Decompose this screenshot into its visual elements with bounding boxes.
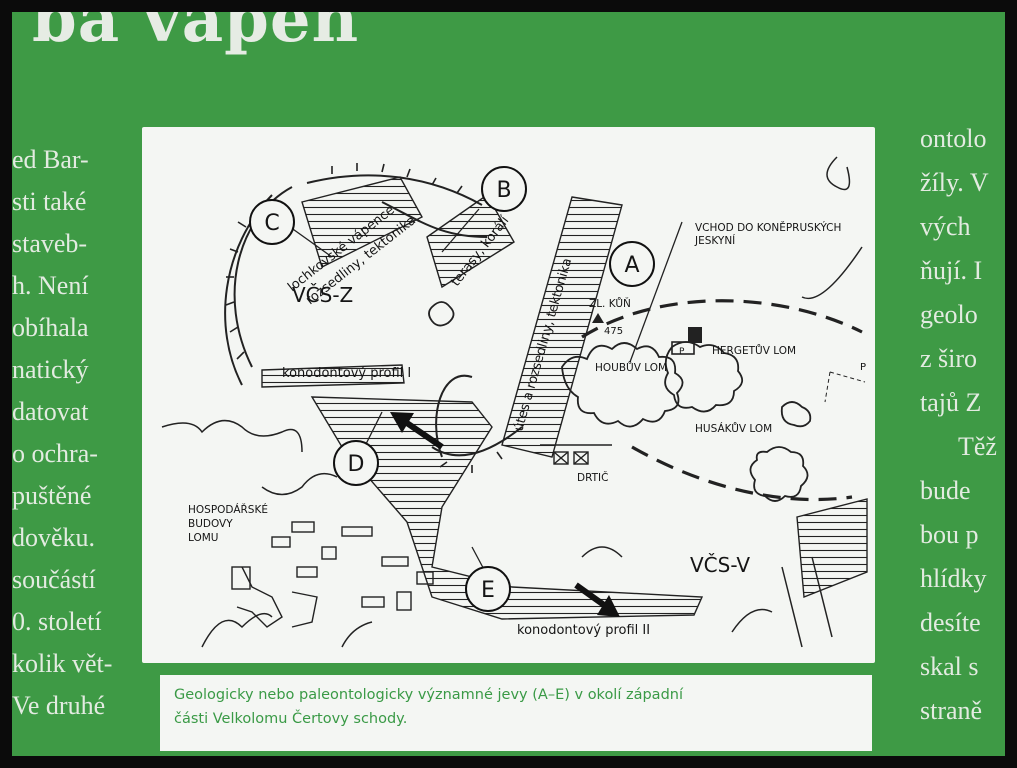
hatched-zones: [261, 176, 868, 620]
left-text-line: natický: [12, 355, 89, 384]
marker-letters: C B A D E: [264, 178, 639, 603]
right-text-line: bude: [920, 476, 971, 505]
marker-e: [465, 566, 511, 612]
right-text-line: geolo: [920, 300, 978, 329]
hosp-label-2: BUDOVY: [188, 518, 233, 530]
caption-line-2: části Velkolomu Čertovy schody.: [174, 711, 408, 727]
marker-a: [609, 241, 655, 287]
left-text-line: staveb-: [12, 229, 88, 258]
arrow-head-2-icon: [597, 595, 620, 617]
terasy-zone: [426, 193, 515, 289]
marker-letter: A: [624, 253, 639, 278]
marker-d: [333, 440, 379, 486]
central-hatched-zone: [310, 396, 704, 620]
right-text-line: bou p: [920, 520, 979, 549]
left-text-line: o ochra-: [12, 439, 98, 468]
profil-1-label: konodontový profil I: [282, 366, 411, 381]
escarpment-ticks: [225, 163, 503, 473]
arrow-profil-2-icon: [574, 582, 606, 608]
hosp-label-3: LOMU: [188, 532, 219, 544]
left-text-line: obíhala: [12, 313, 89, 342]
vcs-v-label: VČS-V: [690, 553, 750, 577]
crusher-symbol: [540, 444, 612, 465]
parking-label: P: [860, 362, 866, 373]
east-hatched-zone: [796, 498, 868, 598]
marker-c: [249, 199, 295, 245]
left-text-line: součástí: [12, 565, 96, 594]
right-text-line: straně: [920, 696, 983, 725]
green-info-board: ba vápen ed Bar- sti také staveb- h. Nen…: [12, 12, 1005, 756]
quarry-map-drawing: C B A D E VČS-Z VČS-V konodontový profil…: [161, 156, 868, 648]
right-text-column: ontolo žíly. V vých ňují. I geolo z širo…: [920, 124, 1005, 756]
dashed-boundary: [581, 299, 863, 502]
hergetuv-label: HERGETŮV LOM: [712, 344, 796, 357]
hergetuv-tower: [688, 327, 702, 343]
left-text-line: 0. století: [12, 607, 102, 636]
marker-letter: B: [496, 178, 511, 203]
right-text-line: desíte: [920, 608, 981, 637]
marker-circles: [249, 166, 655, 612]
elevation-label: 475: [604, 326, 623, 337]
arrow-head-1-icon: [390, 412, 414, 433]
vchod-label-2: JESKYNÍ: [694, 234, 735, 247]
right-text-line: skal s: [920, 652, 979, 681]
zl-kun-label: ZL. KŮŇ: [589, 297, 631, 310]
marker-letter: E: [481, 578, 495, 603]
hergetuv-building: [671, 341, 695, 355]
map-labels: VČS-Z VČS-V konodontový profil I konodon…: [188, 203, 866, 638]
profil-1-zone: [261, 364, 405, 388]
left-text-line: Ve druhé: [12, 691, 106, 720]
right-text-line: ňují. I: [920, 256, 983, 285]
husakuv-label: HUSÁKŮV LOM: [695, 422, 772, 435]
profile-arrows: [390, 412, 620, 617]
right-text-line: ontolo: [920, 124, 987, 153]
vcs-z-label: VČS-Z: [292, 283, 353, 307]
profil-2-label: konodontový profil II: [517, 623, 650, 638]
right-text-line: hlídky: [920, 564, 987, 593]
right-text-line: Těž: [958, 432, 997, 461]
vchod-label-1: VCHOD DO KONĚPRUSKÝCH: [695, 221, 841, 234]
left-text-line: sti také: [12, 187, 87, 216]
quarry-map: C B A D E VČS-Z VČS-V konodontový profil…: [142, 127, 875, 663]
left-text-line: puštěné: [12, 481, 92, 510]
drtic-label: DRTIČ: [577, 471, 608, 484]
board-headline: ba vápen: [32, 12, 360, 57]
right-text-line: tajů Z: [920, 388, 982, 417]
map-caption-box: Geologicky nebo paleontologicky významné…: [160, 675, 872, 751]
utes-zone: [501, 196, 623, 458]
left-text-line: datovat: [12, 397, 89, 426]
left-text-line: dověku.: [12, 523, 96, 552]
right-text-line: vých: [920, 212, 971, 241]
arrow-profil-1-icon: [402, 418, 444, 450]
hosp-label-1: HOSPODÁŘSKÉ: [188, 503, 268, 516]
marker-letter: C: [264, 211, 279, 236]
quarry-outlines: [428, 301, 812, 502]
farm-buildings: [231, 521, 434, 628]
parking-dashed-outline: [824, 371, 866, 403]
right-text-line: žíly. V: [920, 168, 989, 197]
houbuv-label: HOUBŮV LOM: [595, 361, 667, 374]
caption-line-1: Geologicky nebo paleontologicky významné…: [174, 687, 683, 703]
left-text-column: ed Bar- sti také staveb- h. Není obíhala…: [12, 145, 132, 745]
peak-triangle-icon: [592, 313, 604, 323]
right-text-line: z širo: [920, 344, 978, 373]
parking-label: P: [679, 347, 685, 357]
terrain-lines: [161, 156, 863, 648]
left-text-line: h. Není: [12, 271, 89, 300]
left-text-line: ed Bar-: [12, 145, 89, 174]
left-text-line: kolik vět-: [12, 649, 113, 678]
marker-letter: D: [348, 452, 365, 477]
marker-b: [481, 166, 527, 212]
